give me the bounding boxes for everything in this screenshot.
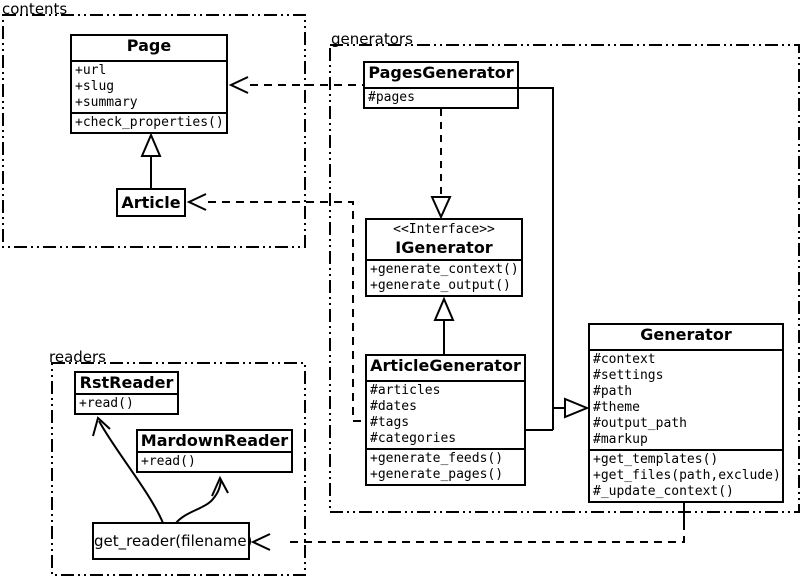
class-title-igenerator: IGenerator xyxy=(395,238,493,257)
class-methods-rstreader: +read() xyxy=(76,395,177,413)
class-box-igenerator: <<Interface>> IGenerator +generate_conte… xyxy=(365,218,523,297)
class-attribute: +summary xyxy=(75,95,138,110)
generalization-to-generator xyxy=(519,87,590,431)
class-methods-articlegenerator: +generate_feeds() +generate_pages() xyxy=(367,450,524,484)
class-method: +check_properties() xyxy=(75,115,223,130)
class-attribute: #markup xyxy=(593,432,648,447)
class-header-igenerator: <<Interface>> IGenerator xyxy=(367,220,521,261)
realization-pagesgenerator-to-igenerator xyxy=(430,109,452,220)
class-attributes-generator: #context #settings #path #theme #output_… xyxy=(590,351,782,451)
class-method: +get_files(path,exclude) xyxy=(593,468,779,483)
dependency-pagesgenerator-to-page xyxy=(228,76,363,94)
generalization-article-to-page xyxy=(140,132,162,188)
class-box-mardownreader: MardownReader +read() xyxy=(136,429,293,473)
class-attribute: #context xyxy=(593,352,656,367)
class-method: +read() xyxy=(141,454,196,469)
class-method: +generate_pages() xyxy=(370,467,504,482)
class-box-rstreader: RstReader +read() xyxy=(74,371,179,415)
class-box-generator: Generator #context #settings #path #them… xyxy=(588,323,784,503)
class-title-articlegenerator: ArticleGenerator xyxy=(367,356,524,382)
class-attribute: #settings xyxy=(593,368,664,383)
class-box-page: Page +url +slug +summary +check_properti… xyxy=(70,34,228,134)
class-stereotype-igenerator: <<Interface>> xyxy=(393,222,495,237)
class-attribute: +slug xyxy=(75,79,115,94)
class-method: +read() xyxy=(79,396,134,411)
class-attributes-articlegenerator: #articles #dates #tags #categories xyxy=(367,382,524,450)
package-label-contents: contents xyxy=(2,0,68,18)
package-label-generators: generators xyxy=(331,30,413,48)
class-title-article: Article xyxy=(121,193,181,212)
class-attributes-page: +url +slug +summary xyxy=(72,62,226,114)
class-attribute: #tags xyxy=(370,415,410,430)
class-attribute: #theme xyxy=(593,400,640,415)
class-box-pagesgenerator: PagesGenerator #pages xyxy=(363,61,519,109)
class-attribute: #dates xyxy=(370,399,417,414)
class-methods-mardownreader: +read() xyxy=(138,453,291,471)
edge-getreader-to-rstreader xyxy=(92,416,164,524)
class-attribute: +url xyxy=(75,63,107,78)
class-attribute: #categories xyxy=(370,431,457,446)
class-methods-page: +check_properties() xyxy=(72,114,226,132)
class-method: +generate_context() xyxy=(370,262,518,277)
class-methods-generator: +get_templates() +get_files(path,exclude… xyxy=(590,451,782,501)
class-attributes-pagesgenerator: #pages xyxy=(365,89,517,107)
class-attribute: #pages xyxy=(368,90,415,105)
package-label-readers: readers xyxy=(49,348,106,366)
class-method: #_update_context() xyxy=(593,484,734,499)
package-border-generators xyxy=(329,44,800,513)
class-attribute: #output_path xyxy=(593,416,687,431)
package-border-readers xyxy=(51,362,306,576)
class-title-pagesgenerator: PagesGenerator xyxy=(365,63,517,89)
package-border-contents xyxy=(2,14,306,248)
class-box-articlegenerator: ArticleGenerator #articles #dates #tags … xyxy=(365,354,526,486)
dependency-articlegenerator-to-article xyxy=(186,193,365,422)
class-method: +generate_feeds() xyxy=(370,451,504,466)
class-attribute: #articles xyxy=(370,383,441,398)
node-get-reader: get_reader(filename) xyxy=(92,522,252,560)
class-methods-igenerator: +generate_context() +generate_output() xyxy=(367,261,521,295)
class-title-mardownreader: MardownReader xyxy=(138,431,291,453)
class-box-article: Article xyxy=(116,188,186,217)
edge-getreader-to-mardownreader xyxy=(175,475,229,524)
class-attribute: #path xyxy=(593,384,633,399)
class-title-generator: Generator xyxy=(590,325,782,351)
class-title-rstreader: RstReader xyxy=(76,373,177,395)
class-method: +get_templates() xyxy=(593,452,719,467)
generalization-articlegenerator-to-igenerator xyxy=(433,296,455,354)
class-title-page: Page xyxy=(72,36,226,62)
dependency-generator-to-getreader xyxy=(250,501,685,551)
class-method: +generate_output() xyxy=(370,278,511,293)
